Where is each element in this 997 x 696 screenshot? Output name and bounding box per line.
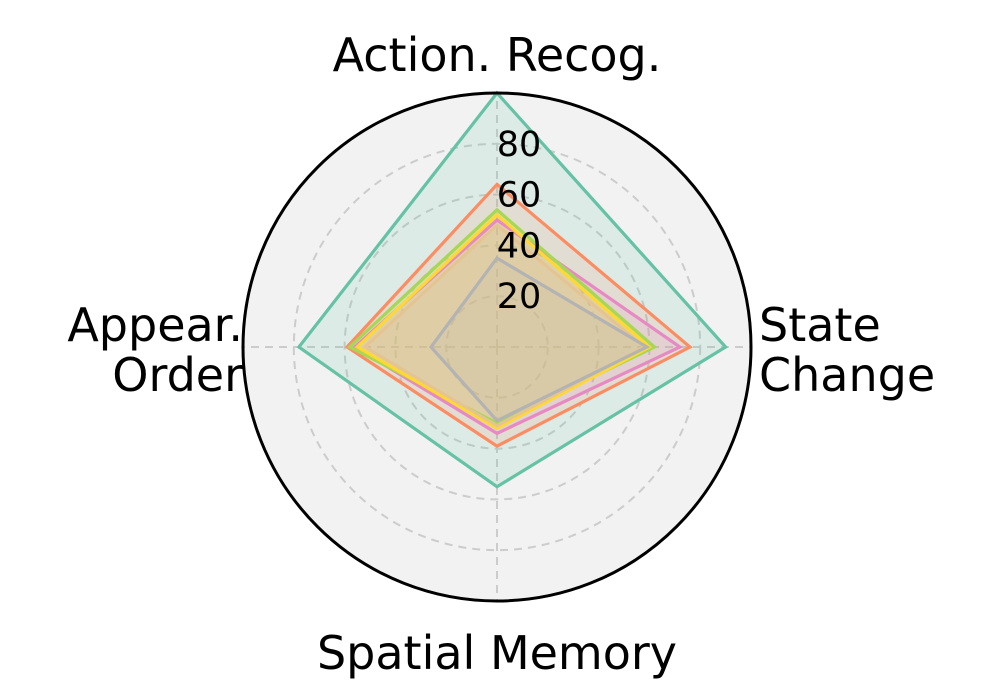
tick-label: 60 <box>497 176 542 216</box>
outer-frame <box>241 91 753 603</box>
series-line <box>346 207 658 425</box>
axis-label-line: Order <box>112 348 243 402</box>
axis-label: Spatial Memory <box>317 626 677 680</box>
series-line <box>362 222 648 428</box>
tick-label: 40 <box>497 226 542 266</box>
series-line <box>428 255 651 423</box>
axis-label-line: State <box>759 298 881 352</box>
axis-label: Appear.Order <box>67 298 243 402</box>
series-fill <box>354 220 680 434</box>
series-fill <box>298 93 726 487</box>
series-line <box>354 212 653 431</box>
axis-label-line: Change <box>759 348 935 402</box>
series-line <box>296 90 729 489</box>
series-layer <box>296 90 729 489</box>
series-fill <box>431 258 647 421</box>
series-line <box>344 182 693 448</box>
tick-layer: 20 40 60 80 <box>497 125 542 317</box>
tick-label: 80 <box>497 125 542 165</box>
tick-label: 20 <box>497 277 542 317</box>
grid-ring <box>445 295 549 399</box>
axis-label-line: Appear. <box>67 298 243 352</box>
series-fill <box>364 225 645 426</box>
series-fill <box>357 214 650 429</box>
axis-label-line: Action. Recog. <box>333 28 662 82</box>
axis-label: Action. Recog. <box>333 28 662 82</box>
axis-label-line: Spatial Memory <box>317 626 677 680</box>
series-fill <box>349 209 655 424</box>
series-fill <box>347 184 690 447</box>
